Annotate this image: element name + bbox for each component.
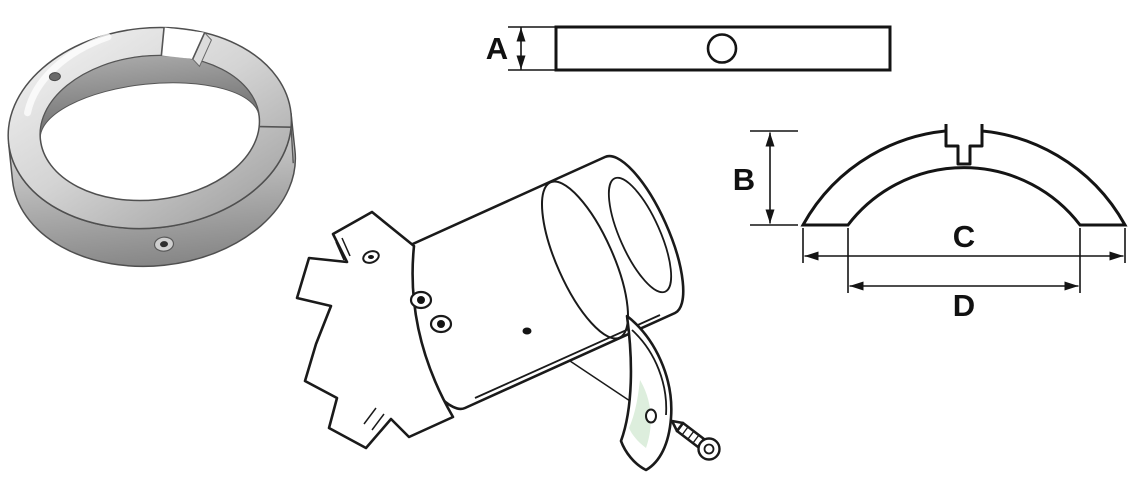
screw-socket bbox=[703, 443, 715, 455]
anode-segment-tint bbox=[629, 380, 651, 448]
dim-label-c: C bbox=[953, 219, 975, 254]
gearcase-bearing-carrier-assembly bbox=[295, 154, 721, 472]
screw-head bbox=[697, 437, 721, 461]
arc-notch bbox=[944, 124, 984, 166]
arc-band bbox=[800, 128, 1128, 227]
bracket-screw-hole-1 bbox=[409, 290, 433, 310]
dimension-d: D bbox=[847, 228, 1081, 323]
ring-face-hole bbox=[48, 72, 61, 82]
bracket-top-hole bbox=[362, 250, 380, 264]
dimension-c: C bbox=[802, 219, 1126, 263]
end-cap-rim bbox=[607, 176, 673, 294]
dimension-a: A bbox=[486, 26, 556, 71]
anode-mount-hole-on-body bbox=[522, 327, 532, 335]
ring-seam bbox=[259, 125, 294, 164]
bracket-screw-hole-2 bbox=[429, 314, 453, 334]
side-view-hole bbox=[706, 33, 738, 64]
anode-half-ring-front-view: B C D bbox=[733, 124, 1128, 323]
anode-segment-edge bbox=[631, 329, 668, 416]
ring-inner-wall bbox=[39, 54, 260, 140]
ring-highlight bbox=[24, 33, 112, 117]
anode-screw bbox=[670, 419, 721, 461]
anode-bar-side-view: A bbox=[486, 25, 892, 72]
dim-label-d: D bbox=[953, 288, 975, 323]
ring-split-gap bbox=[160, 27, 213, 68]
split-ring-anode-photo bbox=[7, 26, 297, 268]
ring-screw-hole bbox=[153, 236, 175, 252]
dim-label-a: A bbox=[486, 31, 508, 66]
dim-label-b: B bbox=[733, 162, 755, 197]
anode-screw-hole bbox=[645, 408, 657, 424]
bracket-hatching bbox=[335, 237, 385, 431]
body-seam bbox=[540, 180, 630, 340]
dimension-b: B bbox=[733, 130, 798, 226]
